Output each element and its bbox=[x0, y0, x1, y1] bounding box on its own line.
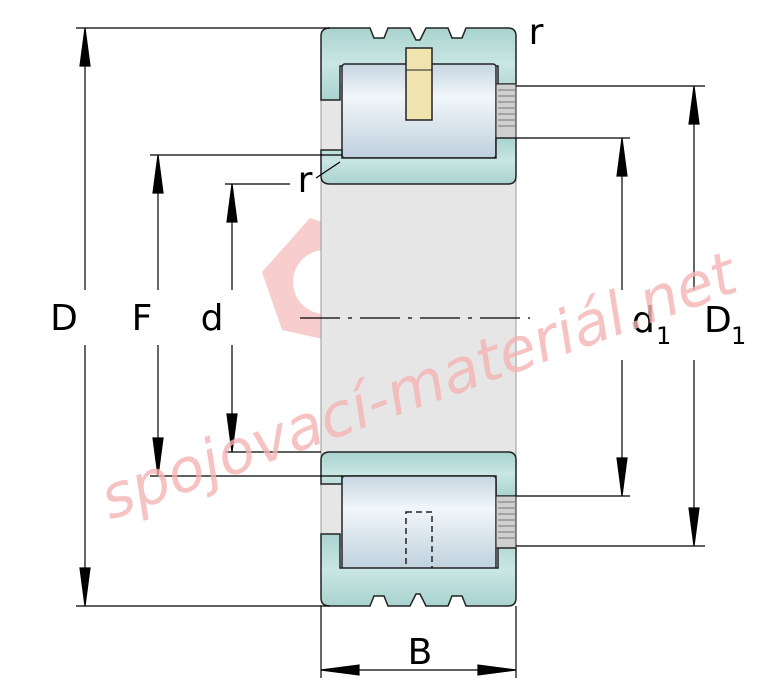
label-D: D bbox=[50, 298, 78, 339]
flange-top-right bbox=[495, 83, 517, 139]
label-D1-main: D bbox=[704, 300, 732, 341]
outer-ring-bottom bbox=[320, 533, 517, 607]
bottom-section bbox=[320, 451, 517, 607]
label-D1: D bbox=[704, 300, 732, 341]
dimension-lines bbox=[76, 27, 705, 678]
label-d: d bbox=[201, 298, 224, 339]
label-r-top: r bbox=[529, 12, 544, 53]
label-D1-sub: 1 bbox=[731, 322, 746, 350]
cage-top bbox=[405, 47, 433, 121]
inner-ring-top bbox=[320, 137, 517, 185]
top-section bbox=[320, 27, 517, 185]
label-F: F bbox=[132, 298, 153, 339]
label-d1: d bbox=[632, 300, 655, 341]
cage-bottom bbox=[405, 511, 433, 573]
roller-bottom bbox=[341, 475, 497, 571]
flange-bottom-right bbox=[495, 495, 517, 549]
label-B: B bbox=[408, 632, 433, 673]
label-d1-sub: 1 bbox=[656, 322, 671, 350]
label-d1-main: d bbox=[632, 300, 655, 341]
label-r-mid: r bbox=[298, 160, 313, 201]
inner-ring-bottom bbox=[320, 451, 517, 497]
